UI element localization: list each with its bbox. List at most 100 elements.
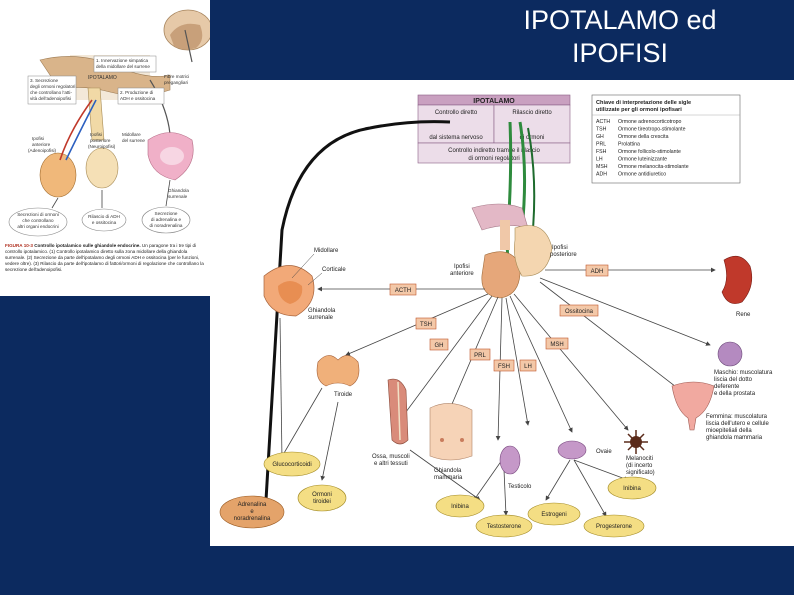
adrenal-gland-illustration xyxy=(263,265,315,317)
left-figure-panel: 1. Innervazione simpatica della midollar… xyxy=(0,0,210,296)
tag-prl-label: PRL xyxy=(474,353,486,359)
brain-sagittal-illustration xyxy=(163,9,210,63)
tag-lh-label: LH xyxy=(524,364,532,370)
left-box2-line1: 2. Produzione di xyxy=(120,90,153,95)
legend-abbr-gh: GH xyxy=(596,134,604,140)
main-figure-svg: IPOTALAMO Controllo diretto dal sistema … xyxy=(219,94,773,538)
controllo-diretto-line1: Controllo diretto xyxy=(435,110,478,116)
left-out3-line2: di adrenalina e xyxy=(151,217,182,222)
target-tiroide: Tiroide xyxy=(334,392,353,398)
legend-name-gh: Ormone della crescita xyxy=(618,134,669,140)
output-ormoni-tiroidei-line1: Ormoni xyxy=(312,492,332,498)
midollare-left-line2: del surrene xyxy=(122,138,145,143)
output-ormoni-tiroidei: Ormoni tiroidei xyxy=(297,484,347,512)
target-rene: Rene xyxy=(736,312,751,318)
output-adrenalina-line2: e xyxy=(250,509,254,515)
legend-abbr-prl: PRL xyxy=(596,142,606,148)
tag-lh: LH xyxy=(519,359,537,372)
left-out3-line1: Secrezione xyxy=(155,211,178,216)
rilascio-diretto-line1: Rilascio diretto xyxy=(512,110,552,116)
ghiandola-left-line1: Ghiandola xyxy=(168,188,189,193)
target-ossa-line2: e altri tessuti xyxy=(374,461,408,467)
midollare-left-line1: Midollare xyxy=(122,132,141,137)
left-out1-line1: Secrezioni di ormoni xyxy=(17,212,59,217)
legend-abbr-lh: LH xyxy=(596,157,603,163)
target-melanociti-line1: Melanociti xyxy=(626,456,653,462)
left-output-1 xyxy=(8,207,68,237)
output-inibina-2-label: Inibina xyxy=(623,486,641,492)
rilascio-diretto-line2: di ormoni xyxy=(520,135,545,141)
left-box3-line4: vità dell'adenoipofisi xyxy=(30,96,71,101)
ipotalamo-label: IPOTALAMO xyxy=(88,75,117,81)
target-ossa-line1: Ossa, muscoli xyxy=(372,454,410,460)
tag-tsh-label: TSH xyxy=(420,322,432,328)
output-testosterone-label: Testosterone xyxy=(487,524,522,530)
output-progesterone: Progesterone xyxy=(583,514,645,538)
corticale-label: Corticale xyxy=(322,267,346,273)
posterior-pituitary-shape xyxy=(85,147,119,189)
ipofisi-ant-line2: anteriore xyxy=(32,142,51,147)
target-maschio-line1: Maschio: muscolatura xyxy=(714,370,773,376)
left-figure-svg: 1. Innervazione simpatica della midollar… xyxy=(8,9,210,237)
tag-fsh: FSH xyxy=(493,359,515,372)
tag-msh: MSH xyxy=(545,337,569,350)
ghiandola-left-line2: surrenale xyxy=(168,194,188,199)
legend-name-adh: Ormone antidiuretico xyxy=(618,172,666,178)
output-inibina-1: Inibina xyxy=(435,494,485,518)
legend-name-fsh: Ormone follicolo-stimolante xyxy=(618,149,681,155)
left-output-2 xyxy=(81,208,127,232)
tag-adh-label: ADH xyxy=(591,269,604,275)
testis-illustration xyxy=(499,445,521,475)
output-testosterone: Testosterone xyxy=(475,514,533,538)
legend-abbr-adh: ADH xyxy=(596,172,607,178)
ghiandola-surrenale-line2: surrenale xyxy=(308,315,334,321)
target-femmina-line1: Femmina: muscolatura xyxy=(706,414,768,420)
target-femmina-line3: mioepiteliali della xyxy=(706,428,752,434)
controllo-indiretto-line2: di ormoni regolatori xyxy=(468,156,519,162)
left-box3-line1: 3. Secrezione xyxy=(30,78,59,83)
midollare-label: Midollare xyxy=(314,248,339,254)
left-output-3 xyxy=(141,206,191,234)
controllo-diretto-line2: dal sistema nervoso xyxy=(429,135,483,141)
ipotalamo-block: IPOTALAMO Controllo diretto dal sistema … xyxy=(417,94,571,164)
kidney-illustration xyxy=(721,255,753,304)
ipofisi-ant-line3: (Adenoipofisi) xyxy=(28,148,57,153)
legend-abbr-msh: MSH xyxy=(596,164,608,170)
legend-name-prl: Prolattina xyxy=(618,142,640,148)
legend-box: Chiave di interpretazione delle sigle ut… xyxy=(591,94,741,184)
left-box3-line2: degli ormoni regolatori xyxy=(30,84,75,89)
left-box-2 xyxy=(117,87,165,105)
target-melanociti-line3: significato) xyxy=(626,470,655,476)
tag-prl: PRL xyxy=(469,348,491,361)
ipofisi-post-line3: (Neuroipofisi) xyxy=(88,144,116,149)
left-box-3 xyxy=(27,75,77,105)
output-estrogeni: Estrogeni xyxy=(527,502,581,526)
legend-abbr-tsh: TSH xyxy=(596,127,607,133)
caption-title: FIGURA 10-3 xyxy=(5,243,33,248)
target-femmina-line2: liscia dell'utero e cellule xyxy=(706,421,770,427)
pituitary-illustration xyxy=(471,203,553,299)
output-glucocorticoidi: Glucocorticoidi xyxy=(263,451,321,477)
left-box1-line2: della midollare del surrene xyxy=(96,64,150,69)
ipofisi-posteriore-line2: posteriore xyxy=(550,252,577,258)
ipofisi-ant-line1: Ipofisi xyxy=(32,136,44,141)
legend-abbr-acth: ACTH xyxy=(596,119,610,125)
legend-title-line2: utilizzate per gli ormoni ipofisari xyxy=(596,107,682,113)
slide-title-line1: IPOTALAMO ed xyxy=(523,5,717,35)
output-inibina-1-label: Inibina xyxy=(451,504,469,510)
left-box-1 xyxy=(93,55,157,73)
target-maschio-line4: e della prostata xyxy=(714,391,756,397)
fibre-label-line2: pregangliari xyxy=(164,80,188,85)
output-inibina-2: Inibina xyxy=(607,476,657,500)
ipofisi-anteriore-line1: Ipofisi xyxy=(454,264,470,270)
target-testicolo: Testicolo xyxy=(508,484,532,490)
ipotalamo-header: IPOTALAMO xyxy=(473,98,515,105)
output-adrenalina-line3: noradrenalina xyxy=(234,516,271,522)
output-ormoni-tiroidei-line2: tiroidei xyxy=(313,499,331,505)
target-maschio-line2: liscia del dotto xyxy=(714,377,753,383)
target-femmina-line4: ghiandola mammaria xyxy=(706,435,763,441)
legend-name-msh: Ormone melanocita-stimolante xyxy=(618,164,689,170)
legend-name-lh: Ormone luteinizzante xyxy=(618,157,667,163)
target-ovaie: Ovaie xyxy=(596,449,612,455)
output-glucocorticoidi-label: Glucocorticoidi xyxy=(272,462,311,468)
